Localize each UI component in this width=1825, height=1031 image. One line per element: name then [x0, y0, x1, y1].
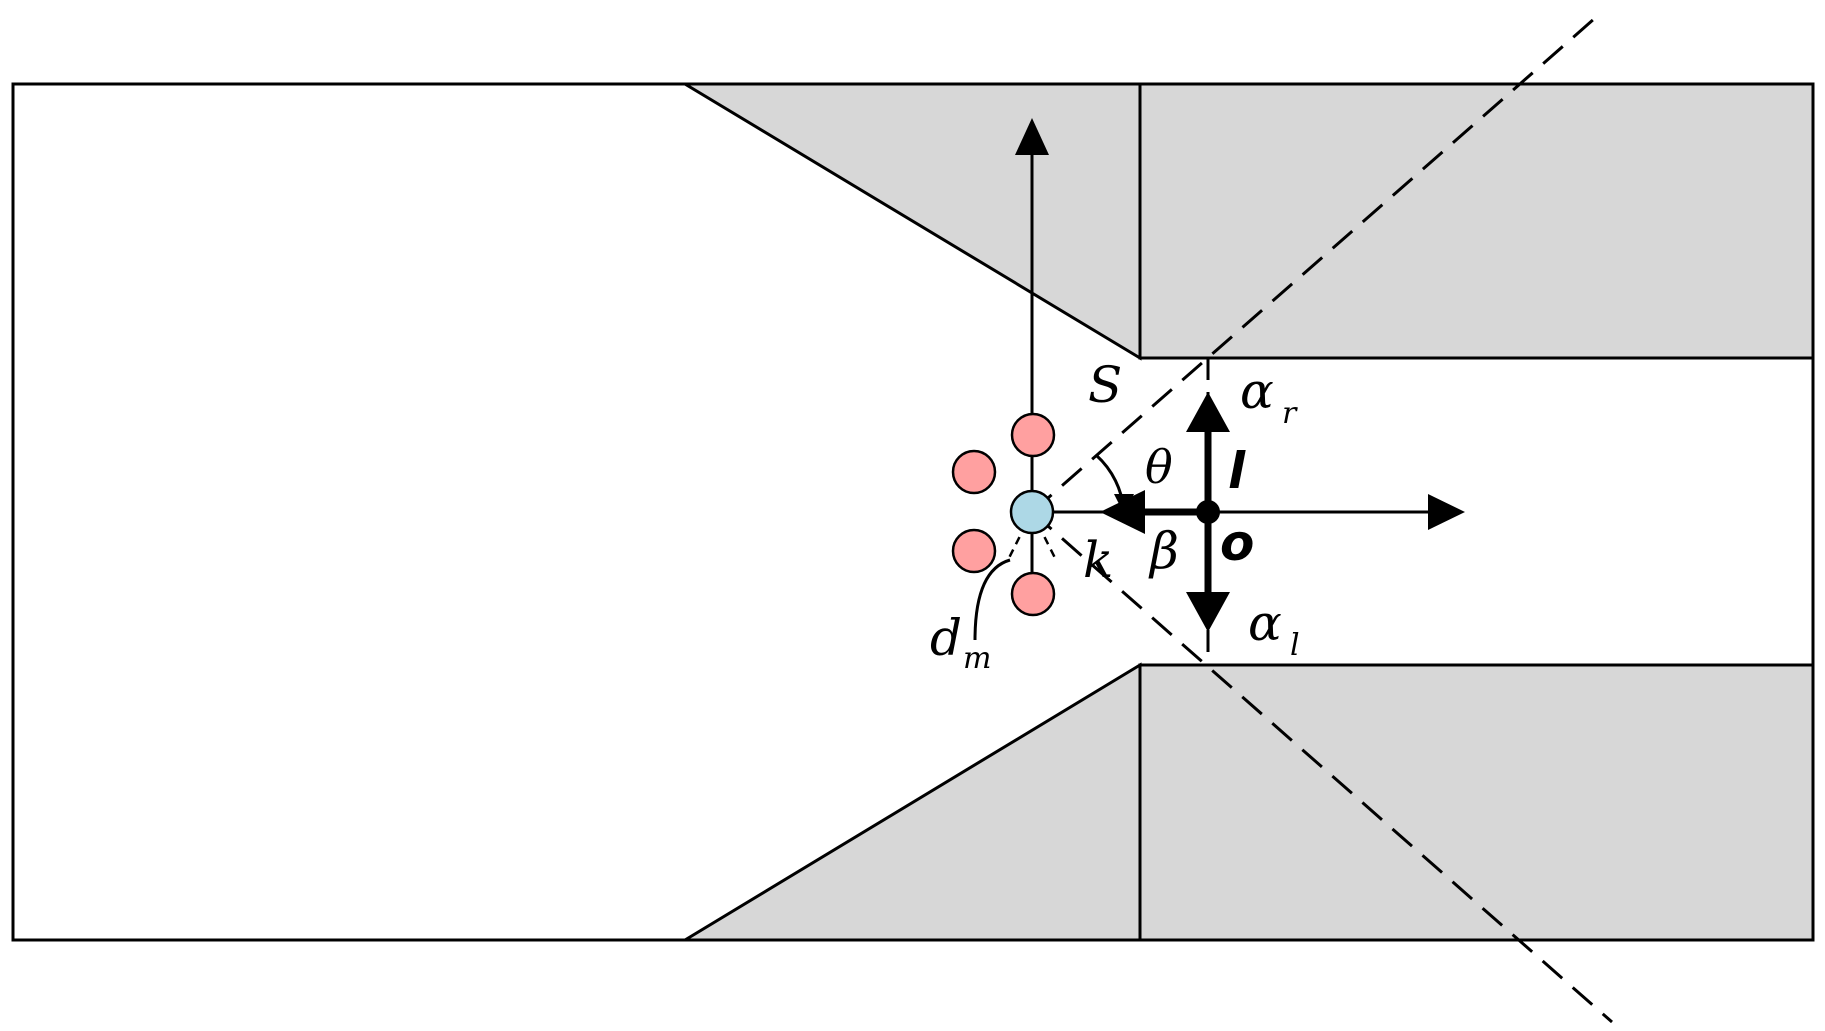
label-l: l: [1228, 442, 1246, 500]
horizontal-axis-arrowhead: [1428, 494, 1465, 530]
dashed-segment-left-down: [1006, 511, 1034, 561]
label-alpha-l: α: [1248, 594, 1282, 652]
label-alpha-r-sub: r: [1282, 396, 1298, 431]
neighbor-agent-lower-left: [951, 528, 997, 574]
neighbor-agent-upper-left: [951, 449, 997, 495]
label-S: S: [1088, 356, 1122, 414]
outer-frame-border: [11, 82, 1815, 942]
neighbor-agent-bottom: [1010, 571, 1056, 617]
label-beta: β: [1148, 522, 1179, 580]
label-d: d: [930, 609, 962, 667]
label-k: k: [1083, 531, 1113, 589]
label-alpha-r: α: [1240, 362, 1274, 420]
origin-point: [1196, 500, 1220, 524]
focus-agent: [1009, 489, 1055, 535]
upper-corridor-wall: [1138, 82, 1815, 360]
label-theta: θ: [1145, 440, 1173, 494]
theta-arc-arrowhead: [1114, 494, 1134, 514]
lower-dashed-line: [1031, 510, 1613, 1024]
bold-up-arrowhead: [1186, 392, 1230, 432]
upper-dashed-line: [1031, 10, 1603, 514]
vertical-axis-arrowhead: [1015, 118, 1049, 155]
bold-down-arrowhead: [1186, 592, 1230, 632]
neighbor-agent-top: [1010, 412, 1056, 458]
label-alpha-l-sub: l: [1290, 628, 1300, 663]
label-d-sub: m: [963, 641, 991, 676]
dm-leader-curve: [973, 558, 1011, 641]
lower-corridor-wall: [1138, 663, 1815, 942]
dashed-segment-right-down: [1030, 511, 1058, 561]
label-o: o: [1220, 514, 1254, 572]
